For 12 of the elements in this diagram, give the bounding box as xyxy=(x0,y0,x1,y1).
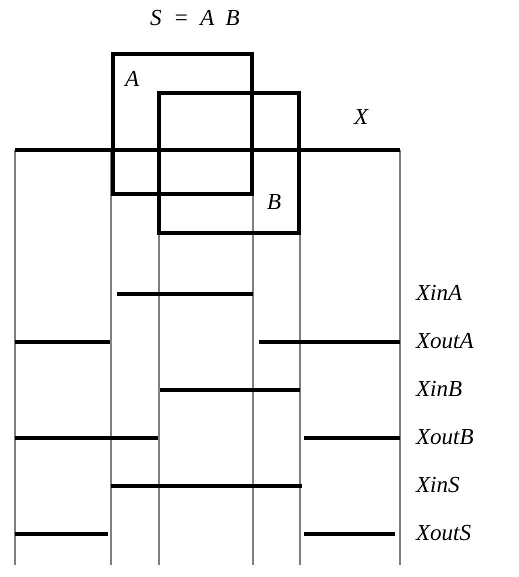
title: S = A B xyxy=(150,5,240,31)
set-label: XoutB xyxy=(416,424,474,450)
set-label: XinA xyxy=(416,280,462,306)
set-label: XoutA xyxy=(416,328,474,354)
set-label: XinB xyxy=(416,376,462,402)
set-label: XoutS xyxy=(416,520,471,546)
set-square xyxy=(111,52,254,196)
set-label: X xyxy=(354,104,368,130)
set-square xyxy=(157,91,301,235)
set-label: A xyxy=(125,66,140,92)
set-label: XinS xyxy=(416,472,460,498)
set-label: B xyxy=(267,189,282,215)
